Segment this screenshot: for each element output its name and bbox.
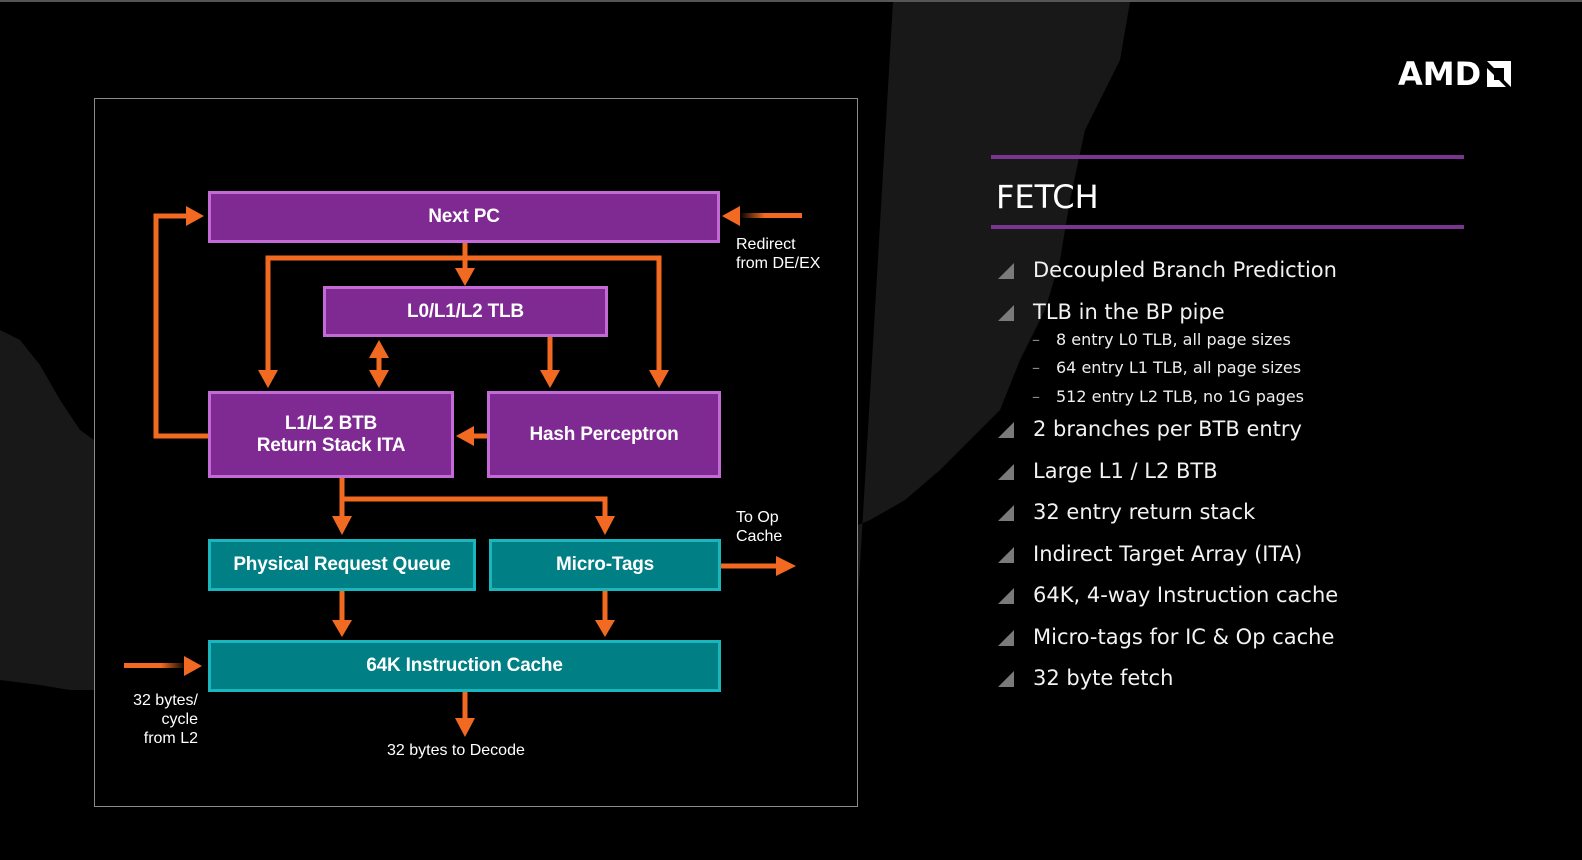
- arrowhead-redirect: [722, 206, 740, 226]
- block-btb: L1/L2 BTB Return Stack ITA: [208, 391, 454, 478]
- arrowhead-icache-left: [332, 620, 352, 637]
- title-rule-top: [991, 155, 1464, 159]
- block-instruction-cache: 64K Instruction Cache: [208, 640, 721, 692]
- arrowhead-nextpc-left: [186, 206, 204, 226]
- feature-bullet-text: 64K, 4-way Instruction cache: [1033, 583, 1339, 607]
- arrowhead-btb-left-col: [258, 370, 278, 388]
- sub-bullet-dash: –: [1032, 329, 1040, 349]
- arrowhead-btb-from-hash: [456, 426, 474, 446]
- block-next-pc: Next PC: [208, 191, 720, 243]
- title-rule-bottom: [991, 225, 1464, 229]
- arrowhead-hash-right-col: [649, 370, 669, 388]
- arrowhead-tlb: [455, 268, 475, 286]
- bullet-triangle-icon: [998, 629, 1014, 646]
- arrowhead-opcache: [776, 556, 796, 576]
- bullet-triangle-icon: [998, 263, 1014, 279]
- panel-title: FETCH: [996, 178, 1099, 216]
- feature-bullet-text: Micro-tags for IC & Op cache: [1033, 624, 1335, 649]
- label-from-l2: 32 bytes/ cycle from L2: [100, 691, 198, 748]
- top-border: [0, 0, 1582, 2]
- feature-bullet: Decoupled Branch Prediction: [991, 255, 1491, 297]
- block-physical-request-queue: Physical Request Queue: [208, 539, 476, 591]
- bullet-triangle-icon: [998, 304, 1014, 321]
- bullet-triangle-icon: [998, 463, 1014, 480]
- block-icache-label: 64K Instruction Cache: [366, 655, 563, 676]
- feature-sub-bullet: –64 entry L1 TLB, all page sizes: [991, 357, 1491, 386]
- block-hash-perceptron-label: Hash Perceptron: [529, 423, 679, 445]
- feature-bullet: Indirect Target Array (ITA): [991, 539, 1491, 581]
- feature-bullet: 32 entry return stack: [991, 497, 1491, 539]
- arrowhead-l2: [184, 656, 202, 676]
- background-stripe-shape: [858, 2, 1130, 600]
- block-btb-label-line2: Return Stack ITA: [256, 434, 406, 456]
- label-to-decode: 32 bytes to Decode: [387, 741, 525, 760]
- label-to-op-line1: To Op: [736, 509, 779, 526]
- feature-bullet-text: Large L1 / L2 BTB: [1033, 458, 1218, 483]
- feature-sub-bullet: –8 entry L0 TLB, all page sizes: [991, 329, 1491, 358]
- label-decode-text: 32 bytes to Decode: [387, 742, 525, 759]
- arrowhead-microtags: [595, 516, 615, 535]
- amd-arrow-icon: [1487, 61, 1512, 87]
- background-left-shape: [0, 330, 94, 690]
- sub-bullet-dash: –: [1032, 358, 1040, 377]
- block-micro-tags-label: Micro-Tags: [556, 554, 654, 575]
- arrow-btb-to-microtags: [342, 496, 608, 518]
- block-micro-tags: Micro-Tags: [489, 539, 721, 591]
- bullet-triangle-icon: [998, 671, 1014, 687]
- bullet-triangle-icon: [998, 422, 1014, 438]
- bullet-triangle-icon: [998, 505, 1014, 521]
- arrowhead-tlb-up: [369, 340, 389, 358]
- arrowhead-btb-down: [369, 370, 389, 388]
- feature-bullet: 64K, 4-way Instruction cache: [991, 580, 1491, 622]
- arrowhead-decode: [455, 718, 475, 737]
- label-redirect-line1: Redirect: [736, 236, 796, 253]
- arrowhead-prq: [332, 516, 352, 535]
- feature-bullet-text: 32 entry return stack: [1033, 500, 1256, 524]
- bullet-triangle-icon: [998, 546, 1014, 563]
- feature-bullet: 32 byte fetch: [991, 663, 1491, 705]
- arrow-nextpc-bus: [265, 255, 662, 372]
- block-next-pc-label: Next PC: [428, 206, 500, 227]
- sub-bullet-dash: –: [1032, 386, 1040, 406]
- feature-sub-bullet-text: 512 entry L2 TLB, no 1G pages: [1056, 386, 1305, 406]
- feature-bullet-text: TLB in the BP pipe: [1033, 299, 1225, 324]
- arrow-redirect-shaft: [740, 213, 802, 218]
- feature-bullet-text: Indirect Target Array (ITA): [1033, 541, 1303, 566]
- label-l2-line1: 32 bytes/: [133, 692, 198, 709]
- block-tlb: L0/L1/L2 TLB: [323, 286, 608, 337]
- bullet-triangle-icon: [998, 588, 1014, 604]
- feature-bullet: Large L1 / L2 BTB: [991, 456, 1491, 498]
- arrow-btb-to-nextpc: [153, 213, 208, 439]
- feature-bullet-text: 2 branches per BTB entry: [1033, 417, 1302, 441]
- arrowhead-hash: [540, 370, 560, 388]
- label-l2-line3: from L2: [143, 730, 198, 747]
- arrow-l2-shaft: [124, 663, 186, 668]
- label-redirect: Redirect from DE/EX: [736, 235, 820, 273]
- feature-bullet: TLB in the BP pipe: [991, 297, 1491, 329]
- label-l2-line2: cycle: [161, 711, 198, 728]
- block-prq-label: Physical Request Queue: [233, 554, 451, 575]
- label-redirect-line2: from DE/EX: [736, 255, 821, 272]
- fetch-panel: FETCH: [991, 155, 1464, 229]
- feature-sub-bullet: –512 entry L2 TLB, no 1G pages: [991, 386, 1491, 415]
- feature-sub-bullet-text: 64 entry L1 TLB, all page sizes: [1056, 358, 1302, 377]
- amd-logo: AMD: [1398, 58, 1528, 90]
- block-btb-label-line1: L1/L2 BTB: [284, 412, 378, 434]
- block-hash-perceptron: Hash Perceptron: [487, 391, 721, 478]
- feature-bullet: 2 branches per BTB entry: [991, 414, 1491, 456]
- feature-bullet: Micro-tags for IC & Op cache: [991, 622, 1491, 664]
- label-to-op-line2: Cache: [736, 528, 783, 545]
- feature-bullet-text: Decoupled Branch Prediction: [1033, 258, 1337, 282]
- block-tlb-label: L0/L1/L2 TLB: [407, 300, 524, 322]
- feature-bullet-text: 32 byte fetch: [1033, 666, 1174, 690]
- label-to-op-cache: To Op Cache: [736, 508, 782, 546]
- amd-logo-text: AMD: [1398, 55, 1482, 93]
- feature-sub-bullet-text: 8 entry L0 TLB, all page sizes: [1056, 329, 1291, 349]
- arrowhead-icache-right: [595, 620, 615, 637]
